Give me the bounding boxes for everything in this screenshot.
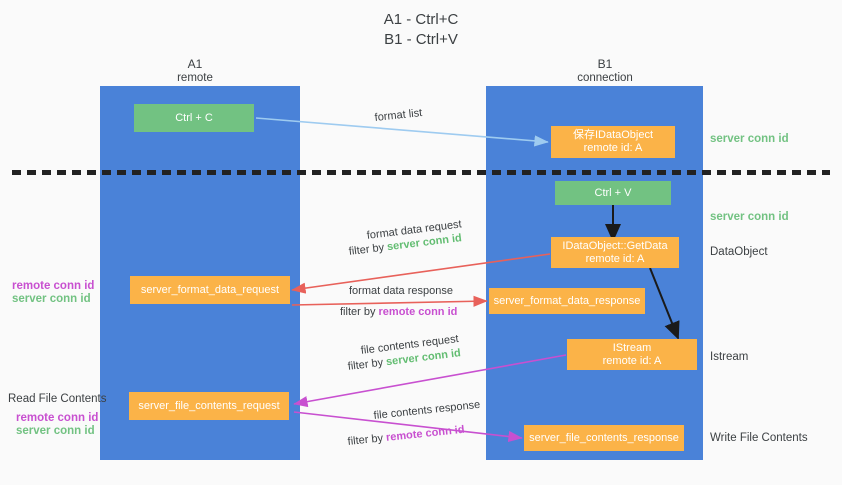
edge-label-filter-by-remote-conn-id-2: filter by remote conn id <box>347 423 465 449</box>
box-server-format-data-request-label: server_format_data_request <box>140 283 280 296</box>
box-istream-line1: IStream <box>612 341 652 354</box>
label-istream: Istream <box>710 351 749 363</box>
box-server-file-contents-response[interactable]: server_file_contents_response <box>524 425 684 451</box>
box-istream[interactable]: IStream remote id: A <box>567 339 697 370</box>
box-server-file-contents-request-label: server_file_contents_request <box>138 399 280 412</box>
page-title: A1 - Ctrl+C B1 - Ctrl+V <box>0 10 842 50</box>
column-header-a1-sub: remote <box>177 72 213 84</box>
filter-value-2: remote conn id <box>378 306 458 318</box>
box-ctrl-c-label: Ctrl + C <box>175 111 213 124</box>
label-dataobject: DataObject <box>710 246 768 258</box>
label-write-file-contents: Write File Contents <box>710 432 808 444</box>
column-header-b1: B1 connection <box>540 57 670 85</box>
label-server-conn-id-1: server conn id <box>12 293 91 305</box>
label-remote-conn-id-2: remote conn id <box>16 412 99 424</box>
box-save-idataobject-line1: 保存IDataObject <box>572 129 654 141</box>
filter-prefix-2: filter by <box>340 306 379 318</box>
box-idataobject-getdata[interactable]: IDataObject::GetData remote id: A <box>551 237 679 268</box>
filter-prefix-4: filter by <box>347 431 387 448</box>
box-istream-line2: remote id: A <box>602 354 662 367</box>
box-save-idataobject-line2: remote id: A <box>583 142 643 154</box>
edge-label-format-data-response: format data response <box>349 285 453 297</box>
column-header-b1-name: B1 <box>597 57 613 71</box>
title-line-1: A1 - Ctrl+C <box>383 11 459 28</box>
edge-label-format-list: format list <box>374 107 423 124</box>
label-server-conn-id-top: server conn id <box>710 133 789 145</box>
label-read-file-contents: Read File Contents <box>8 393 107 405</box>
column-header-a1: A1 remote <box>130 57 260 85</box>
filter-prefix-3: filter by <box>347 356 387 373</box>
box-server-file-contents-request[interactable]: server_file_contents_request <box>129 392 289 420</box>
label-remote-conn-id-1: remote conn id <box>12 280 95 292</box>
box-server-format-data-response-label: server_format_data_response <box>493 294 641 307</box>
box-server-format-data-response[interactable]: server_format_data_response <box>489 288 645 314</box>
column-header-b1-sub: connection <box>577 72 633 84</box>
label-server-conn-id-mid: server conn id <box>710 211 789 223</box>
filter-prefix-1: filter by <box>348 241 388 258</box>
box-idataobject-getdata-line1: IDataObject::GetData <box>562 239 668 252</box>
edge-label-filter-by-remote-conn-id-1: filter by remote conn id <box>340 305 457 319</box>
box-ctrl-v-label: Ctrl + V <box>594 186 632 199</box>
edge-label-file-contents-response: file contents response <box>373 398 481 422</box>
column-header-a1-name: A1 <box>187 57 203 71</box>
box-ctrl-c[interactable]: Ctrl + C <box>134 104 254 132</box>
box-idataobject-getdata-line2: remote id: A <box>585 252 645 265</box>
box-server-format-data-request[interactable]: server_format_data_request <box>130 276 290 304</box>
phase-divider <box>12 170 830 175</box>
label-server-conn-id-2: server conn id <box>16 425 95 437</box>
box-server-file-contents-response-label: server_file_contents_response <box>529 431 679 444</box>
box-save-idataobject[interactable]: 保存IDataObject remote id: A <box>551 126 675 158</box>
box-ctrl-v[interactable]: Ctrl + V <box>555 181 671 205</box>
filter-value-4: remote conn id <box>385 423 466 444</box>
title-line-2: B1 - Ctrl+V <box>384 31 458 48</box>
